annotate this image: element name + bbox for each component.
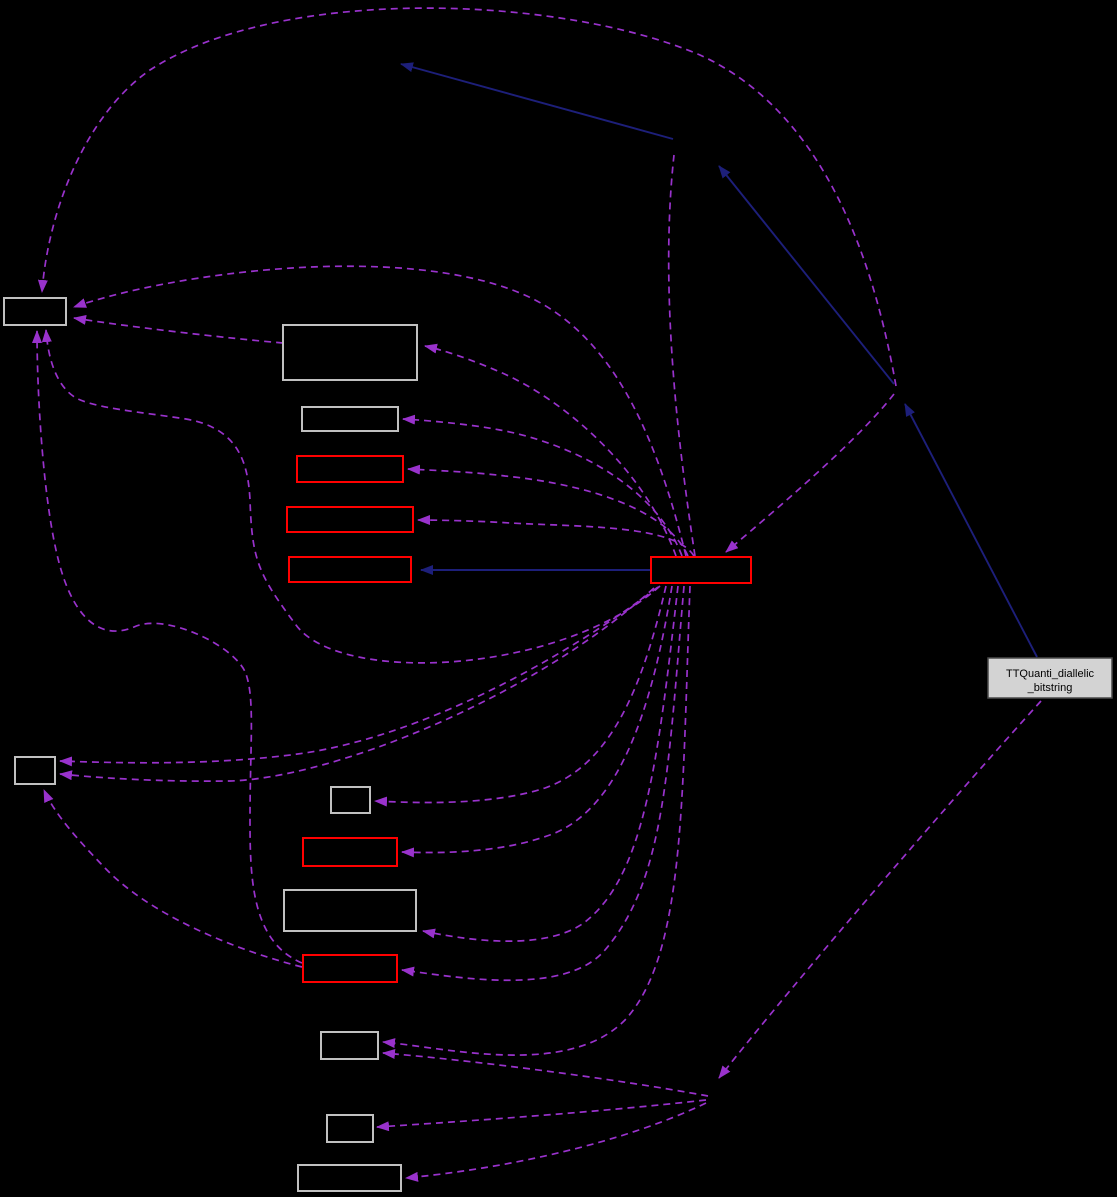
usage-edge-g-to-a-bottom [41,329,661,664]
usage-edge-g-to-red4 [401,585,673,858]
node-central-red[interactable] [650,556,752,584]
node-red-2[interactable] [286,506,414,533]
usage-edge-g-to-left-mid-b [59,587,655,782]
usage-edge-k-to-a-bottom [32,330,303,964]
usage-edge-g-to-red1 [407,464,689,557]
node-ttquanti-diallelic-bitstring[interactable]: TTQuanti_diallelic _bitstring [987,657,1113,699]
node-red-4[interactable] [302,837,398,867]
node-red-1[interactable] [296,455,404,483]
usage-edge-ttquanti-to-lower-junction [718,700,1042,1079]
inherit-edge-long-upleft [400,62,674,140]
usage-edge-g-to-red2 [417,515,695,557]
usage-edge-junction-to-central [725,393,895,553]
usage-edge-b-to-a [73,314,284,344]
usage-edge-g-to-upper-large [424,343,677,557]
node-bottom-small-2[interactable] [326,1114,374,1143]
node-red-3[interactable] [288,556,412,583]
usage-edge-junction2-to-bottom-wide [405,1102,707,1182]
usage-edge-g-to-mid-small [374,585,667,807]
ttquanti-label-line1: TTQuanti_diallelic [1006,668,1095,680]
node-upper-small[interactable] [301,406,399,432]
ttquanti-node-box[interactable] [987,657,1113,699]
inherit-edge-ttquanti-to-junction [904,403,1038,658]
usage-edge-junction2-to-bottom2 [376,1099,707,1132]
usage-edge-top-loop [37,7,897,387]
usage-edge-g-to-lower-large [422,585,679,942]
usage-edge-g-to-upper-small [402,414,683,557]
node-left-mid-small[interactable] [14,756,56,785]
node-upper-large[interactable] [282,324,418,381]
node-lower-large[interactable] [283,889,417,932]
usage-edges [32,7,1042,1182]
node-red-5[interactable] [302,954,398,983]
node-top-left-small[interactable] [3,297,67,326]
node-mid-small[interactable] [330,786,371,814]
usage-edge-g-to-left-mid-a [59,586,659,767]
usage-edge-junction2-to-bottom1 [382,1048,709,1097]
inheritance-edges [400,62,1038,658]
inherit-edge-junction-up [718,165,895,385]
usage-edge-g-upward [667,154,696,557]
usage-edge-g-to-bottom1 [382,585,691,1056]
nodes: TTQuanti_diallelic _bitstring [3,297,1113,1192]
ttquanti-label-line2: _bitstring [1027,682,1073,694]
node-bottom-wide[interactable] [297,1164,402,1192]
usage-edge-k-to-left-mid-bottom [43,789,303,968]
node-bottom-small-1[interactable] [320,1031,379,1060]
usage-edge-g-to-a-upper [73,265,687,557]
usage-edge-g-to-red5 [401,585,685,982]
